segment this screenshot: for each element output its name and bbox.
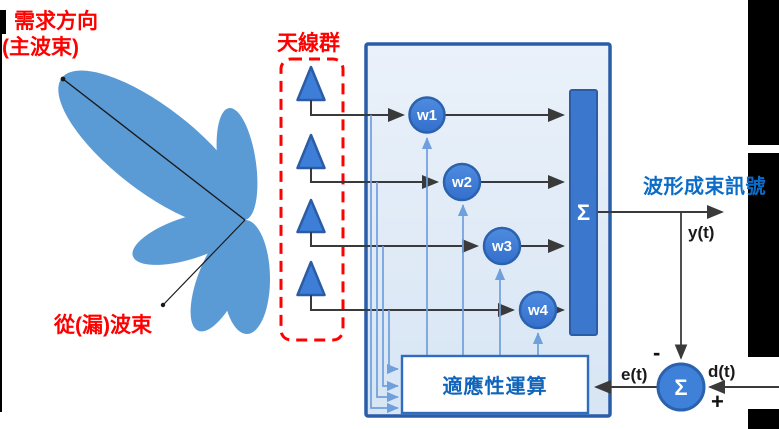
output-yt-label: y(t) xyxy=(688,223,714,242)
tap-line-4 xyxy=(386,310,399,375)
lower-right-side-lobe xyxy=(221,220,271,334)
main-beam-direction-line xyxy=(62,78,246,221)
weight-nodes: w1 w2 w3 w4 xyxy=(408,96,558,330)
beam-pattern xyxy=(58,70,271,334)
antenna-icon-4 xyxy=(296,260,326,297)
summation-bar-symbol: Σ xyxy=(577,200,590,225)
input-line-1 xyxy=(310,100,405,122)
weight-node-w4 xyxy=(518,290,558,330)
demand-direction-label-line2: (主波束) xyxy=(2,35,79,59)
desired-dt-label: d(t) xyxy=(708,362,735,381)
minus-sign-label: - xyxy=(653,340,660,365)
antenna-group-outline xyxy=(279,57,345,342)
weight-label-w3: w3 xyxy=(491,238,512,255)
side-lobe-label: 從(漏)波束 xyxy=(53,313,153,337)
feedback-tap-lines xyxy=(370,115,399,414)
antenna-icon-2 xyxy=(296,133,326,170)
upper-side-lobe xyxy=(216,107,258,221)
lower-left-side-lobe xyxy=(132,211,246,265)
antenna-group-label: 天線群 xyxy=(277,31,340,55)
input-line-2 xyxy=(310,168,439,189)
antenna-icon-1 xyxy=(296,65,326,102)
weight-node-w3 xyxy=(482,226,522,266)
tap-line-1 xyxy=(370,115,399,414)
side-lobe-direction-line xyxy=(162,219,246,306)
adaptive-computation-label: 適應性運算 xyxy=(443,374,548,398)
weight-node-w1 xyxy=(408,96,446,134)
adaptive-computation-block xyxy=(400,354,590,415)
error-sum-symbol: Σ xyxy=(674,375,687,400)
main-beam-direction-dot xyxy=(60,76,66,82)
antenna-icon-3 xyxy=(296,198,326,234)
weight-node-w2 xyxy=(442,162,482,202)
antenna-input-lines xyxy=(310,100,515,317)
band-gap-dt xyxy=(748,357,779,409)
summation-bar xyxy=(569,89,598,336)
demand-direction-label-line1: 需求方向 xyxy=(14,9,98,33)
tap-line-3 xyxy=(382,246,399,392)
weight-label-w2: w2 xyxy=(451,174,472,191)
screen-edge-line-left xyxy=(0,34,2,412)
error-et-label: e(t) xyxy=(621,365,647,384)
side-lobe-direction-dot xyxy=(160,302,166,308)
screen-edge-mark-top-left xyxy=(0,10,6,34)
plus-sign-label: + xyxy=(711,389,724,414)
input-line-3 xyxy=(310,232,479,253)
band-gap-top xyxy=(748,145,779,153)
weight-update-lines xyxy=(421,137,544,357)
input-line-4 xyxy=(310,295,515,317)
weight-label-w1: w1 xyxy=(416,107,437,124)
weight-label-w4: w4 xyxy=(527,302,549,319)
tap-line-2 xyxy=(376,182,399,403)
beamformed-signal-label: 波形成束訊號 xyxy=(643,174,766,198)
error-sum-junction xyxy=(656,362,706,412)
